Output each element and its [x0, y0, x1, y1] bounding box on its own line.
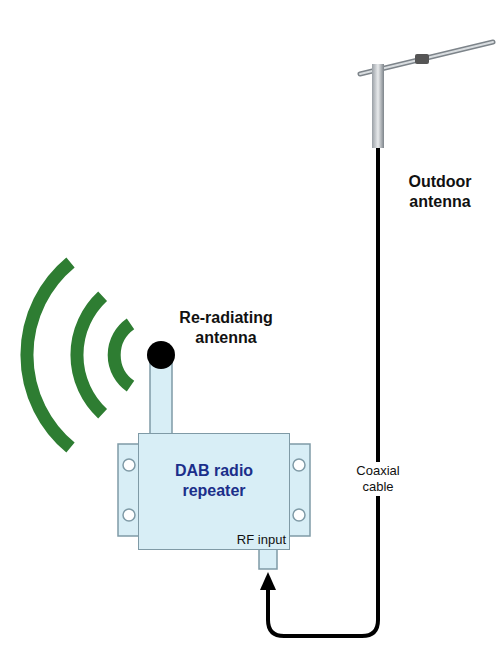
antenna-label: Re-radiating antenna	[151, 308, 301, 348]
cable-label: Coaxial cable	[341, 462, 415, 496]
yagi-antenna	[360, 14, 493, 148]
repeater-box: DAB radio repeater RF input	[138, 433, 290, 550]
coaxial-cable	[268, 148, 378, 636]
arrow-head	[260, 572, 276, 590]
antenna-ball	[147, 341, 175, 369]
device-title: DAB radio repeater	[154, 461, 274, 501]
antenna-label: Outdoor antenna	[385, 172, 495, 212]
port-label: RF input	[237, 532, 286, 547]
rf-connector	[259, 549, 277, 569]
radio-waves	[27, 263, 131, 448]
